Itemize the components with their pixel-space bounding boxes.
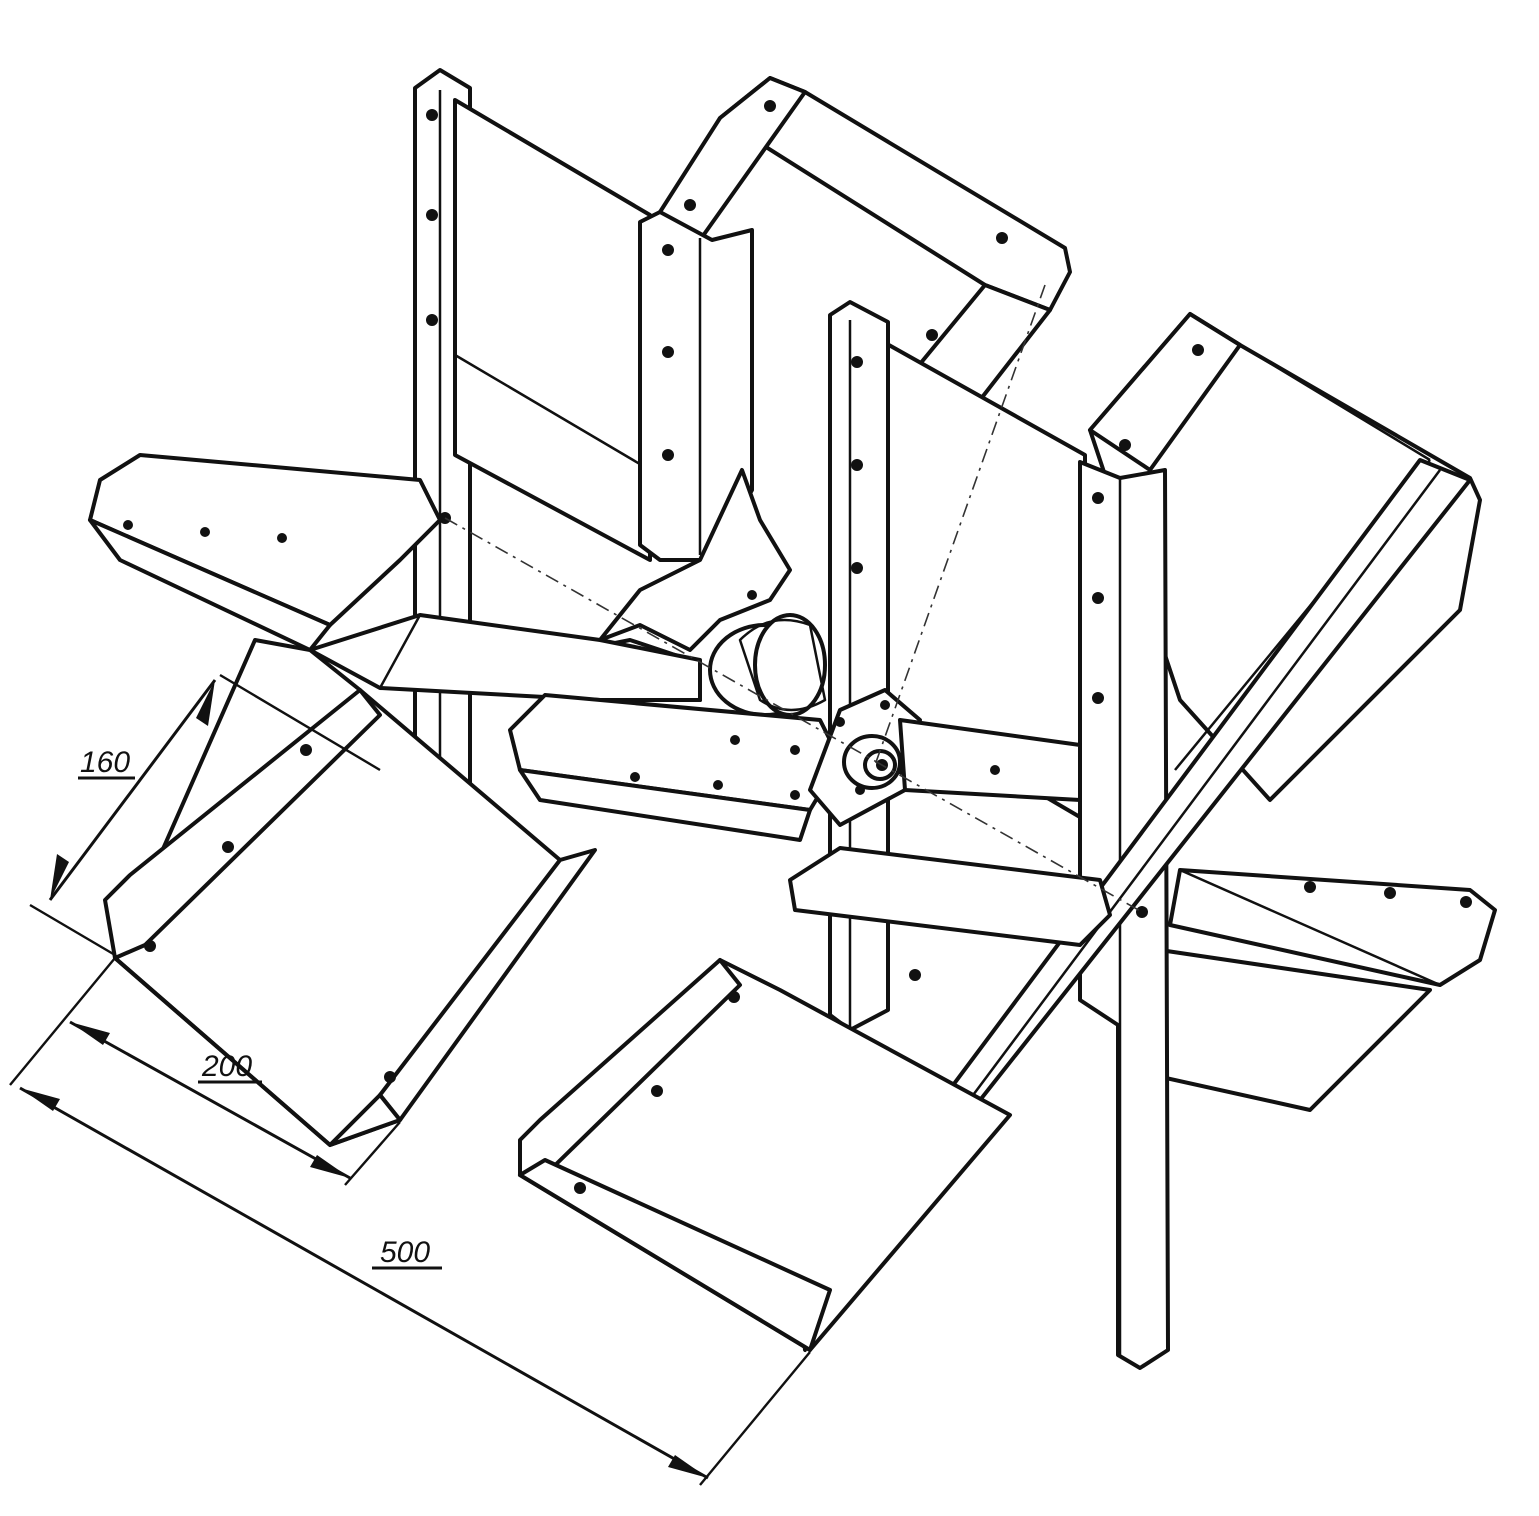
right-long-arm [1128, 868, 1497, 1112]
dim-500-arrow-left [20, 1088, 60, 1111]
dim-200-extension-left [9, 957, 116, 1086]
dim-160-line [48, 679, 217, 901]
dim-200-extension-right [344, 1121, 401, 1186]
front-blade-arm [508, 693, 842, 842]
lower-right-arm [788, 718, 1112, 947]
dim-500-label: 500 [380, 1236, 430, 1269]
bearing-housing [708, 613, 827, 717]
dim-160-extension-top [219, 673, 381, 772]
vertical-axis-line [874, 284, 1046, 766]
lower-left-paddle [103, 638, 597, 1147]
dim-500-extension-right [699, 1351, 811, 1486]
dim-160-arrow-top [196, 680, 215, 726]
dim-200-arrow-left [70, 1022, 110, 1045]
left-horizontal-arm [88, 453, 702, 702]
rotation-axis-line [444, 517, 1143, 913]
hub-shaft [842, 734, 902, 790]
dim-160-label: 160 [80, 746, 130, 779]
dimension-annotations: 160 200 500 [9, 673, 811, 1486]
dim-200-arrow-right [310, 1155, 350, 1178]
rear-paddle-upper [658, 76, 1072, 402]
dim-160-extension-bottom [29, 903, 116, 957]
dim-500-arrow-right [668, 1455, 708, 1478]
lower-center-paddle [518, 958, 1012, 1352]
upper-left-blade [453, 98, 652, 562]
dim-500-line [19, 1086, 709, 1480]
dim-160-arrow-bottom [50, 854, 69, 900]
dim-200-line [69, 1020, 351, 1180]
center-upright-post [638, 210, 754, 562]
dim-200-label: 200 [201, 1050, 252, 1083]
